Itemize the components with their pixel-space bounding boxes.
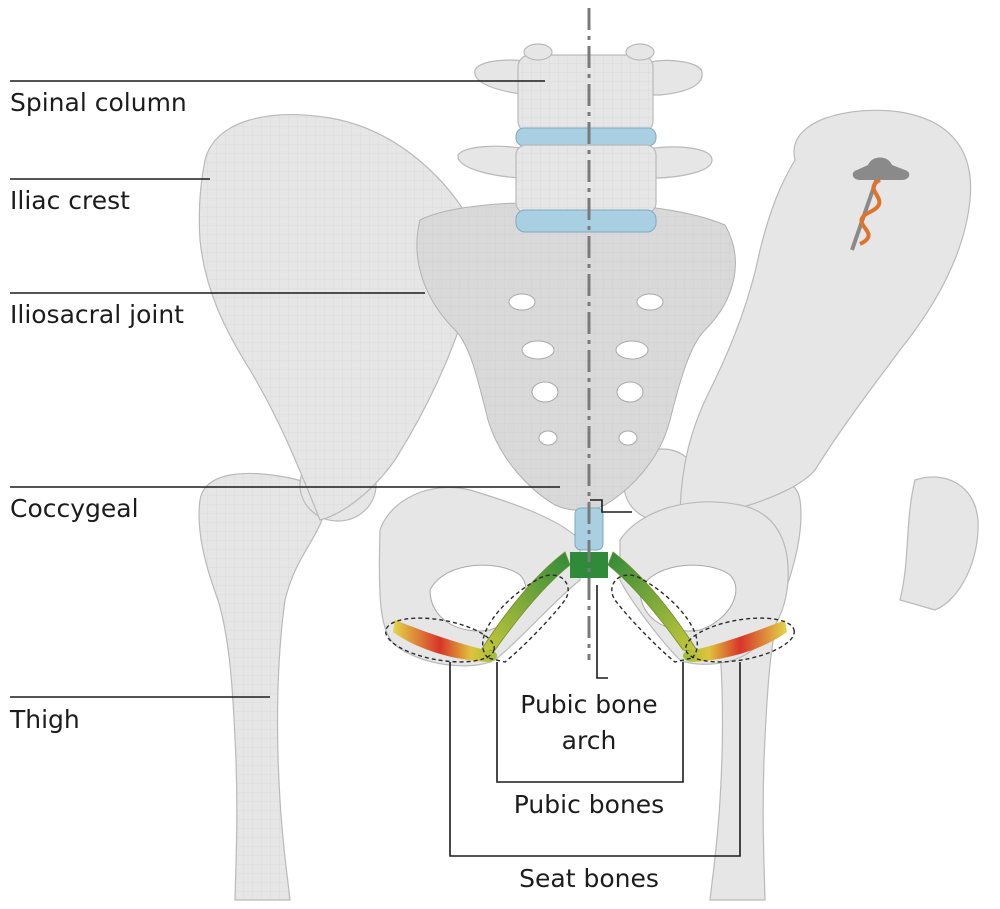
pubic-bone-arch: [479, 551, 699, 653]
pubic-ring: [378, 486, 789, 667]
leader-lines: [10, 80, 741, 857]
seat-bones: [393, 620, 787, 662]
left-femur: [198, 448, 377, 901]
vertebrae: [457, 43, 713, 233]
left-ilium: [198, 114, 475, 521]
label-spinal-column: Spinal column: [10, 88, 187, 117]
label-pubic-bone-arch-line2: arch: [561, 726, 617, 755]
label-seat-bones: Seat bones: [519, 864, 659, 893]
disc-lower: [515, 209, 657, 233]
label-iliosacral-joint: Iliosacral joint: [10, 300, 184, 329]
caduceus-logo-icon: [850, 157, 910, 251]
label-iliac-crest: Iliac crest: [10, 186, 130, 215]
right-ilium: [679, 109, 972, 521]
label-pubic-bones: Pubic bones: [513, 790, 665, 819]
label-thigh: Thigh: [10, 705, 80, 734]
label-pubic-bone-arch-line1: Pubic bone: [520, 690, 658, 719]
pressure-zone-outlines: [385, 574, 795, 663]
disc-upper: [515, 127, 657, 147]
label-coccygeal: Coccygeal: [10, 494, 139, 523]
